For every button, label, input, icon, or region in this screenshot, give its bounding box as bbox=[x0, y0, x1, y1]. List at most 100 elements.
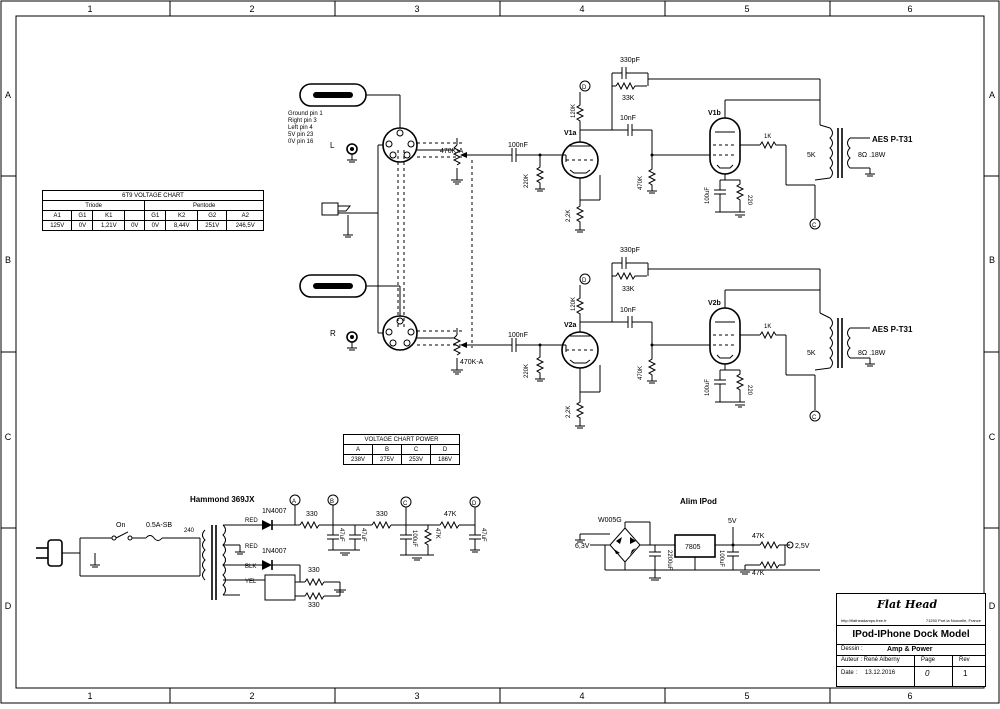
chart-6t9-value: 0V bbox=[124, 220, 146, 231]
pot-left-label: 470K-A bbox=[440, 148, 464, 155]
right-channel-label: R bbox=[330, 329, 336, 338]
dock-connector-bottom-pins bbox=[313, 283, 353, 289]
v5-label: 5V bbox=[728, 518, 737, 525]
input-cap-right-label: 100nF bbox=[508, 332, 528, 339]
pinout-line: Ground pin 1 bbox=[288, 111, 323, 117]
title-block: Flat Head http://flatheadamps.free.fr 71… bbox=[836, 593, 986, 687]
mains-voltage-label: 240 bbox=[184, 528, 195, 534]
vout-label: 2,5V bbox=[795, 543, 810, 550]
pinout-line: Left pin 4 bbox=[288, 125, 313, 131]
col-label-top: 3 bbox=[414, 4, 419, 14]
node-c: C bbox=[403, 501, 408, 507]
chart-power-header: A bbox=[343, 444, 373, 455]
coupling-cap-left-label: 10nF bbox=[620, 115, 636, 122]
chart-6t9-header: A2 bbox=[226, 210, 264, 221]
tube-v1b-icon bbox=[709, 117, 741, 175]
row-label-right: B bbox=[989, 255, 995, 265]
channel-left: 470K-A 100nF 220K V1a 120K D 2,2K 330 bbox=[440, 57, 913, 233]
row-label-right: A bbox=[989, 90, 995, 100]
node-c-left: C bbox=[812, 223, 817, 229]
ipod-r1-label: 47K bbox=[752, 533, 765, 540]
screen-resistor-right bbox=[759, 330, 786, 340]
voltage-chart-6t9: 6T9 VOLTAGE CHART Triode Pentode A1 G1 K… bbox=[41, 190, 264, 231]
chart-6t9-value: 0V bbox=[144, 220, 167, 231]
cap-d-label: 47uF bbox=[480, 528, 486, 542]
pinout-list: Ground pin 1 Right pin 3 Left pin 4 5V p… bbox=[288, 111, 323, 145]
diode-1-icon bbox=[262, 520, 272, 530]
resistor-c-bleed bbox=[423, 525, 433, 555]
transformer-right-primary bbox=[829, 317, 833, 369]
volume-pot-left bbox=[452, 144, 462, 166]
chart-power-title: VOLTAGE CHART POWER bbox=[343, 434, 460, 445]
din-connector-right-icon bbox=[382, 315, 418, 351]
voltage-chart-power: VOLTAGE CHART POWER A B C D 238V 275V 25… bbox=[343, 434, 460, 465]
power-switch-icon bbox=[111, 535, 117, 541]
tube-v2b-label: V2b bbox=[708, 300, 721, 307]
tap-blk-label: BLK bbox=[245, 564, 256, 570]
tap-yel-label: YEL bbox=[245, 579, 257, 585]
node-a: A bbox=[292, 499, 296, 505]
chart-6t9-header: K1 bbox=[92, 210, 126, 221]
row-label-left: B bbox=[5, 255, 11, 265]
secondary-left-label: 8Ω .18W bbox=[858, 152, 886, 159]
page-value: 0 bbox=[925, 669, 930, 678]
res-lo2-label: 330 bbox=[308, 602, 320, 609]
res-cd-label: 47K bbox=[444, 511, 457, 518]
model-title: IPod-IPhone Dock Model bbox=[852, 629, 970, 640]
cath2-res-right-label: 220 bbox=[746, 385, 752, 396]
plate-res-left-label: 120K bbox=[571, 104, 577, 118]
tube-v2a-label: V2a bbox=[564, 322, 577, 329]
din-connector-left-icon bbox=[382, 127, 418, 163]
fb-res-left-label: 33K bbox=[622, 95, 635, 102]
ipod-divider-r2 bbox=[759, 560, 780, 570]
brand-address: 71250 Port la Nouvelle, France bbox=[925, 618, 981, 623]
brand-url: http://flatheadamps.free.fr bbox=[841, 618, 887, 623]
author-label: Auteur : René Alberny bbox=[841, 657, 900, 663]
cath2-cap-left-label: 100uF bbox=[705, 187, 711, 204]
regulator-label: 7805 bbox=[685, 544, 701, 551]
chart-power-value: 275V bbox=[372, 454, 402, 465]
power-transformer-secondary bbox=[222, 524, 226, 596]
pot-right-label: 470K-A bbox=[460, 359, 484, 366]
resistor-cd bbox=[439, 520, 460, 530]
brand-logo: Flat Head bbox=[877, 598, 938, 611]
input-section: Ground pin 1 Right pin 3 Left pin 4 5V p… bbox=[288, 83, 473, 351]
pinout-line: 5V pin 23 bbox=[288, 132, 314, 138]
vout-terminal-icon bbox=[786, 541, 794, 549]
frame-labels: 1 2 3 4 5 6 1 2 3 4 5 6 A B C D A B C D bbox=[5, 4, 996, 701]
ipod-supply: Alim IPod W005G 6,3V 2200uF 7805 5V 100u… bbox=[575, 497, 820, 581]
power-transformer-primary bbox=[202, 529, 206, 581]
col-label-top: 5 bbox=[744, 4, 749, 14]
mains-plug-icon bbox=[47, 539, 63, 567]
vin-label: 6,3V bbox=[575, 543, 590, 550]
chart-power-value: 186V bbox=[430, 454, 460, 465]
channel-right: 470K-A 100nF 220K V2a 120K D 2,2K 330pF … bbox=[451, 247, 913, 429]
ipod-divider-r1 bbox=[759, 540, 780, 550]
col-label-bottom: 2 bbox=[249, 691, 254, 701]
cath2-resistor-right bbox=[735, 370, 745, 402]
chart-6t9-header: G2 bbox=[197, 210, 228, 221]
col-label-bottom: 6 bbox=[907, 691, 912, 701]
col-label-bottom: 5 bbox=[744, 691, 749, 701]
fb-resistor-right bbox=[615, 271, 647, 281]
secondary-right-label: 8Ω .18W bbox=[858, 350, 886, 357]
dessin-value: Amp & Power bbox=[887, 646, 933, 653]
date-label: Date : bbox=[841, 670, 858, 676]
cath2-cap-right-label: 100uF bbox=[705, 379, 711, 396]
node-d-right-icon bbox=[579, 273, 591, 285]
power-transformer-title: Hammond 369JX bbox=[190, 495, 255, 504]
tap-red-label: RED bbox=[245, 518, 258, 524]
ipod-cap2-label: 100uF bbox=[718, 550, 724, 567]
grid2-resistor-right bbox=[647, 345, 657, 381]
chart-power-header: B bbox=[372, 444, 402, 455]
power-supply: Hammond 369JX On 0.5A-SB 240 RED RED BLK… bbox=[36, 494, 486, 609]
grid-resistor-left bbox=[535, 155, 545, 189]
chart-6t9-group-pentode: Pentode bbox=[144, 200, 264, 211]
chart-6t9-group-triode: Triode bbox=[41, 200, 146, 211]
page-label: Page bbox=[921, 657, 936, 663]
transformer-left-primary bbox=[829, 127, 833, 179]
bridge-label: W005G bbox=[598, 517, 622, 524]
screen-res-left-label: 1K bbox=[764, 134, 771, 140]
